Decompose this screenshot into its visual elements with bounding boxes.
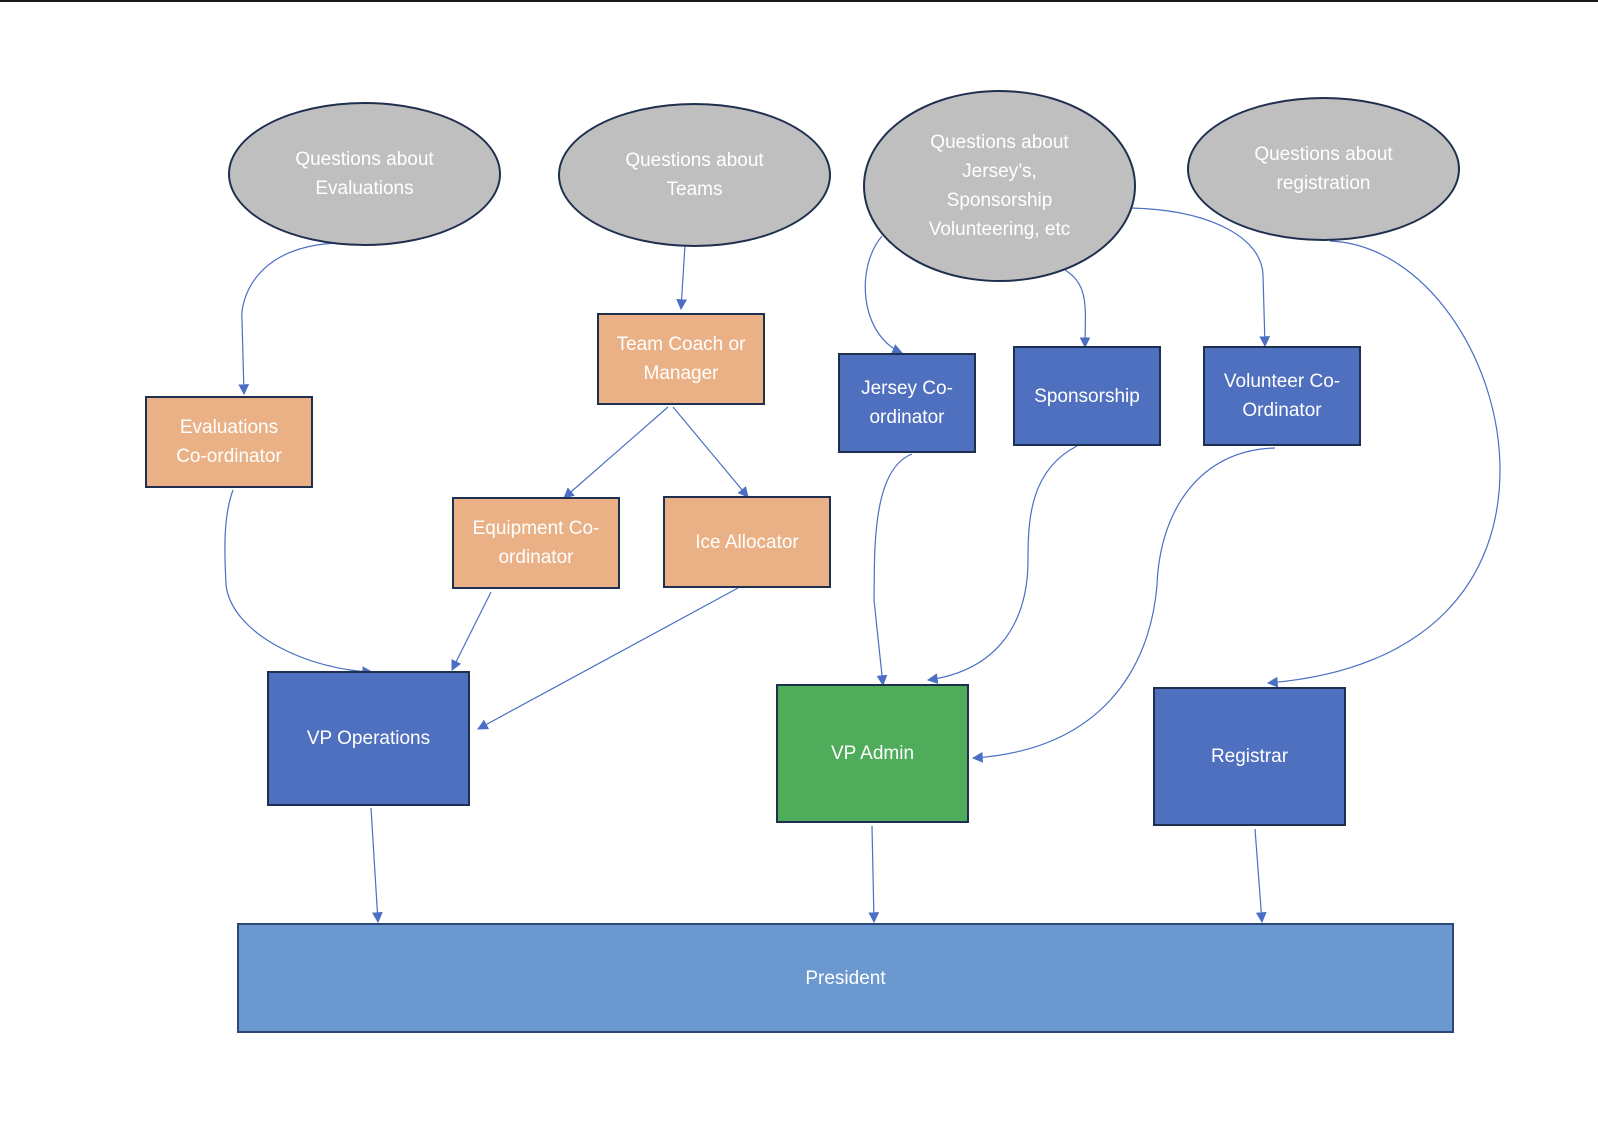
- node-label: Questions about Evaluations: [295, 149, 434, 199]
- node-label: Sponsorship: [1034, 385, 1140, 407]
- edge-registrar-to-president: [1254, 828, 1267, 924]
- node-jersey-coordinator[interactable]: Jersey Co- ordinator: [838, 353, 976, 453]
- node-label: Evaluations Co-ordinator: [176, 417, 282, 467]
- edge-equipment-coordinator-to-vp-operations: [451, 591, 492, 671]
- edge-sponsorship-to-vp-admin: [926, 445, 1078, 685]
- node-ice-allocator[interactable]: Ice Allocator: [663, 496, 831, 588]
- node-label: VP Operations: [306, 728, 431, 749]
- node-vp-admin[interactable]: VP Admin: [776, 684, 969, 823]
- edge-q-jerseys-to-jersey-coordinator: [864, 235, 903, 355]
- node-team-coach-or-manager[interactable]: Team Coach or Manager: [597, 313, 765, 405]
- node-label: Ice Allocator: [695, 531, 799, 553]
- edge-ice-allocator-to-vp-operations: [477, 587, 739, 730]
- node-label: Volunteer Co- Ordinator: [1223, 371, 1341, 421]
- top-border-line: [0, 0, 1598, 2]
- node-equipment-coordinator[interactable]: Equipment Co- ordinator: [452, 497, 620, 589]
- node-label: Registrar: [1210, 746, 1289, 767]
- node-questions-registration[interactable]: Questions about registration: [1187, 97, 1460, 241]
- node-questions-teams[interactable]: Questions about Teams: [558, 103, 831, 247]
- node-label: Questions about Teams: [625, 150, 764, 200]
- node-questions-evaluations[interactable]: Questions about Evaluations: [228, 102, 501, 246]
- edge-vp-operations-to-president: [370, 807, 383, 924]
- edge-q-evaluations-to-evaluations-coordinator: [238, 242, 341, 396]
- node-vp-operations[interactable]: VP Operations: [267, 671, 470, 806]
- node-label: President: [805, 967, 886, 989]
- node-questions-jerseys-sponsorship-volunteering[interactable]: Questions about Jersey’s, Sponsorship Vo…: [863, 90, 1136, 282]
- node-president[interactable]: President: [237, 923, 1454, 1033]
- node-label: Jersey Co- ordinator: [861, 378, 953, 428]
- node-label: Questions about Jersey’s, Sponsorship Vo…: [928, 132, 1071, 240]
- node-label: Equipment Co- ordinator: [472, 518, 600, 568]
- edge-q-teams-to-team-coach: [676, 244, 687, 311]
- edge-team-coach-to-equipment-coordinator: [563, 406, 669, 499]
- edge-team-coach-to-ice-allocator: [672, 406, 749, 498]
- node-sponsorship[interactable]: Sponsorship: [1013, 346, 1161, 446]
- edge-vp-admin-to-president: [868, 825, 880, 924]
- edge-q-jerseys-to-volunteer-coordinator: [1129, 207, 1271, 348]
- node-label: VP Admin: [830, 743, 915, 764]
- edge-evaluations-coordinator-to-vp-operations: [224, 489, 374, 678]
- node-label: Team Coach or Manager: [616, 334, 746, 384]
- edge-jersey-coordinator-to-vp-admin: [873, 453, 913, 687]
- node-registrar[interactable]: Registrar: [1153, 687, 1346, 826]
- node-label: Questions about registration: [1254, 144, 1393, 194]
- edge-q-jerseys-to-sponsorship: [1064, 269, 1091, 349]
- node-evaluations-coordinator[interactable]: Evaluations Co-ordinator: [145, 396, 313, 488]
- edge-q-registration-to-registrar: [1266, 240, 1501, 688]
- edge-volunteer-coordinator-to-vp-admin: [971, 447, 1276, 763]
- node-volunteer-coordinator[interactable]: Volunteer Co- Ordinator: [1203, 346, 1361, 446]
